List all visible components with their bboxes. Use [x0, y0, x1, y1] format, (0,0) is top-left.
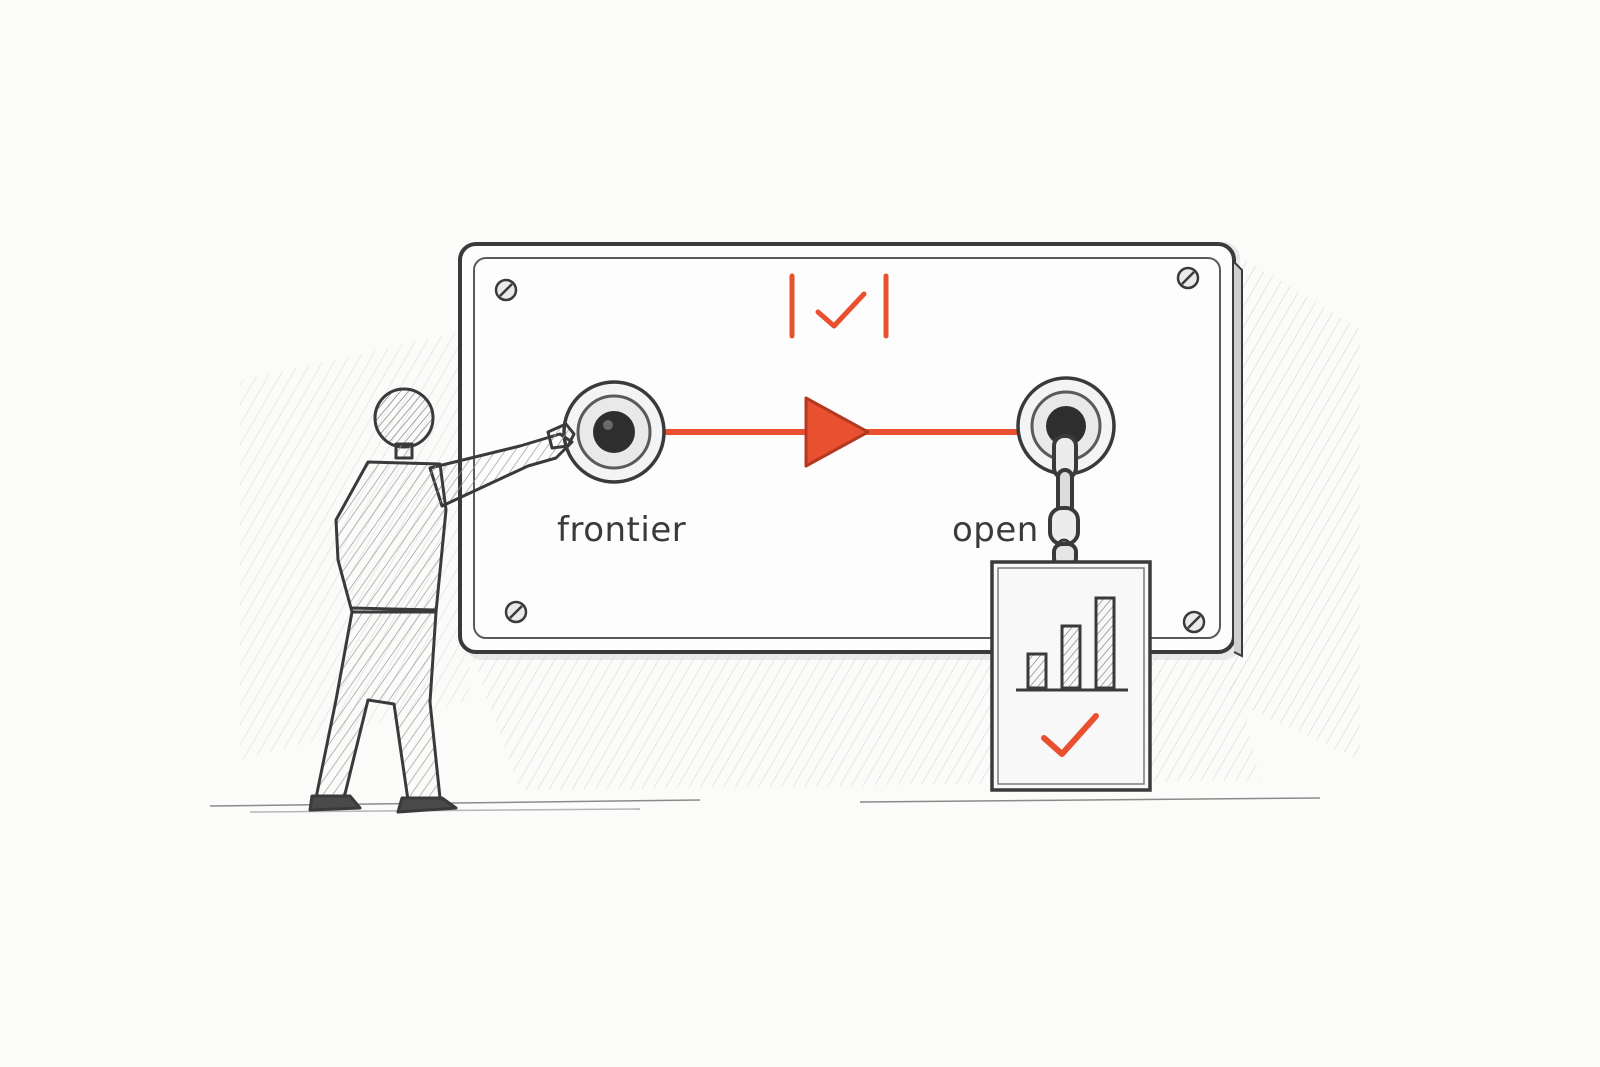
person-figure — [308, 387, 576, 814]
result-tag — [990, 560, 1152, 792]
bar-chart-icon — [1016, 596, 1128, 692]
panel-screws — [494, 266, 1206, 634]
open-port — [1016, 376, 1116, 476]
checkmark-icon — [1041, 713, 1099, 757]
play-triangle-icon — [804, 396, 870, 468]
open-label: open — [952, 510, 1039, 550]
frontier-label: frontier — [557, 510, 687, 550]
bracket-check-logo-icon — [789, 273, 889, 339]
frontier-port — [562, 380, 666, 484]
panel-board — [458, 242, 1243, 660]
ground-line — [209, 797, 1321, 813]
